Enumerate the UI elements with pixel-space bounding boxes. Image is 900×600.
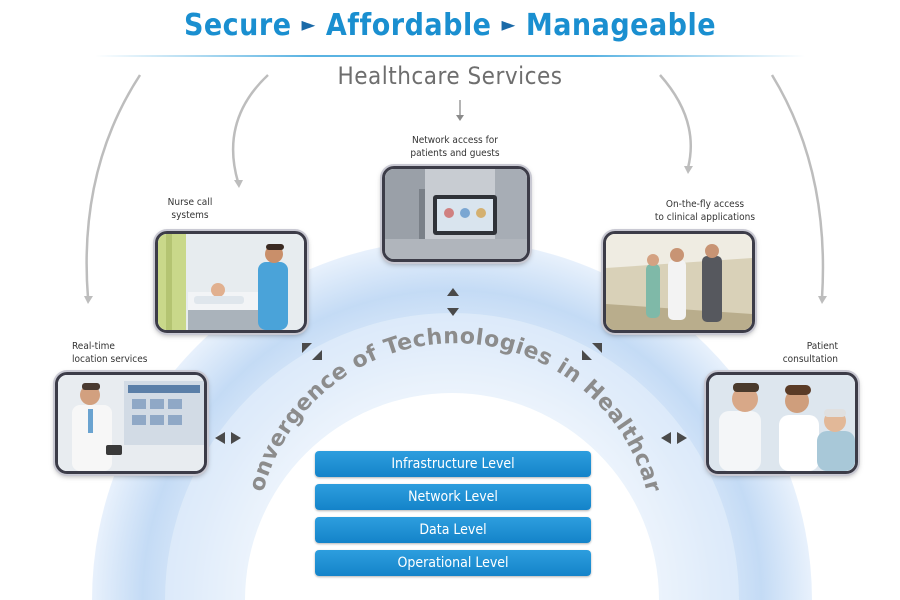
image-location-services (55, 372, 207, 474)
arrow-head-consult (818, 296, 827, 304)
bidirectional-arrow-left-lower-icon (215, 432, 241, 444)
bidirectional-arrow-left-upper-icon (302, 343, 322, 360)
arrow-to-clinical (659, 74, 692, 169)
level-infrastructure: Infrastructure Level (315, 451, 591, 477)
step-secure: Secure (183, 8, 292, 43)
arrow-head-nurse (234, 180, 243, 188)
step-affordable: Affordable (325, 8, 492, 43)
arrow-head-network (456, 115, 464, 121)
arrow-to-nurse (231, 74, 269, 183)
step-manageable: Manageable (525, 8, 717, 43)
image-patient-consultation (706, 372, 858, 474)
arrow-to-rtls (85, 74, 142, 299)
chevron-right-icon: ► (301, 12, 316, 36)
bidirectional-arrow-right-lower-icon (661, 432, 687, 444)
level-operational: Operational Level (315, 550, 591, 576)
image-clinical-access (603, 231, 755, 333)
level-data: Data Level (315, 517, 591, 543)
bidirectional-arrow-top-icon (447, 288, 459, 316)
page-subtitle: Healthcare Services (337, 62, 563, 90)
chevron-right-icon: ► (501, 12, 516, 36)
header-divider (95, 55, 805, 57)
arrow-to-consult (770, 74, 825, 299)
image-nurse-call (155, 231, 307, 333)
arrow-head-rtls (84, 296, 93, 304)
header-title: Secure ► Affordable ► Manageable (0, 8, 900, 43)
image-network-access (382, 166, 530, 262)
arrow-head-clinical (684, 166, 693, 174)
bidirectional-arrow-right-upper-icon (582, 343, 602, 360)
level-network: Network Level (315, 484, 591, 510)
